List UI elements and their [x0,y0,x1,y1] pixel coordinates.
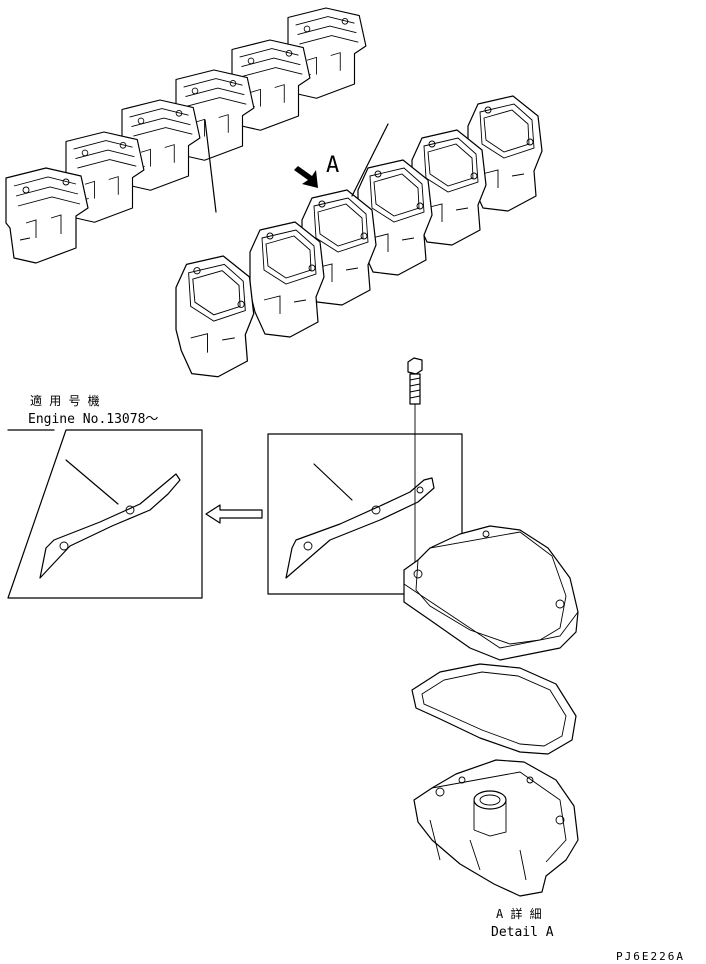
base-housing [413,759,579,897]
drawing-code: PJ6E226A [616,950,685,963]
leader-line-front-row [351,123,389,197]
engine-number-label: Engine No.13078～ [28,412,158,427]
replacement-arrow [205,504,263,524]
rocker-cover [403,525,579,661]
view-marker-label: A [326,153,339,178]
leader-line-back-row [204,119,217,213]
view-arrow-a: A [294,153,339,188]
detail-label-jp: A 詳 細 [496,906,542,921]
gasket [411,663,577,755]
detail-label-en: Detail A [491,925,554,940]
alternate-part-detail-box [7,429,203,599]
bolt [407,357,423,578]
applicable-engine-label-jp: 適 用 号 機 [30,393,100,408]
